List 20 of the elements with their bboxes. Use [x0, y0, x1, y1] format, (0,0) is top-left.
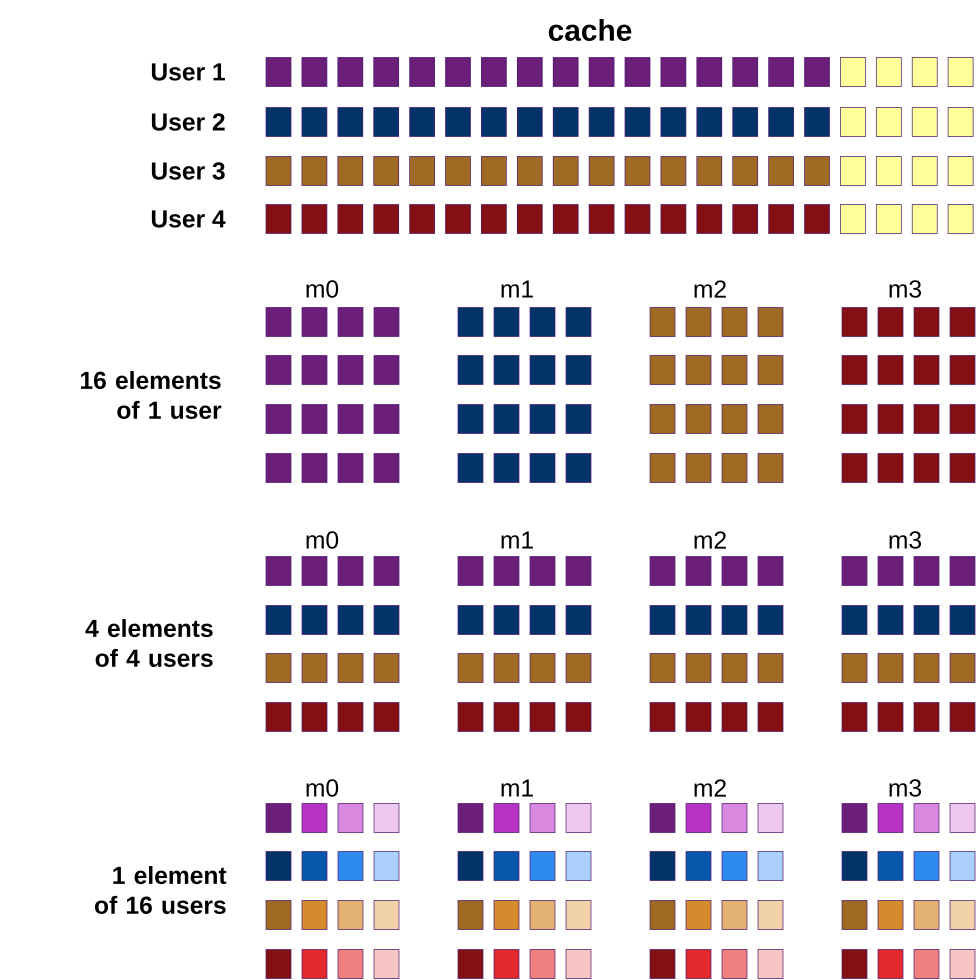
- row-label: User 3: [152, 162, 225, 180]
- module-label: m3: [890, 280, 921, 298]
- section-label: 4 elements of 4 users: [86, 619, 213, 667]
- row-label: User 4: [152, 210, 226, 228]
- module-label: m2: [694, 531, 726, 549]
- module-label: m2: [694, 779, 726, 797]
- row-label: User 1: [152, 63, 225, 81]
- module-label: m1: [502, 280, 533, 298]
- module-label: m0: [306, 280, 338, 298]
- module-label: m1: [502, 780, 533, 796]
- title: cache: [548, 19, 632, 41]
- module-label: m0: [306, 779, 338, 797]
- section-label: 16 elements of 1 user: [80, 371, 222, 419]
- row-label: User 2: [152, 113, 225, 131]
- module-label: m3: [890, 779, 921, 797]
- module-label: m1: [502, 532, 533, 548]
- module-label: m0: [306, 531, 338, 549]
- section-label: 1 element of 16 users: [94, 866, 226, 914]
- module-label: m2: [694, 280, 726, 298]
- module-label: m3: [890, 531, 921, 549]
